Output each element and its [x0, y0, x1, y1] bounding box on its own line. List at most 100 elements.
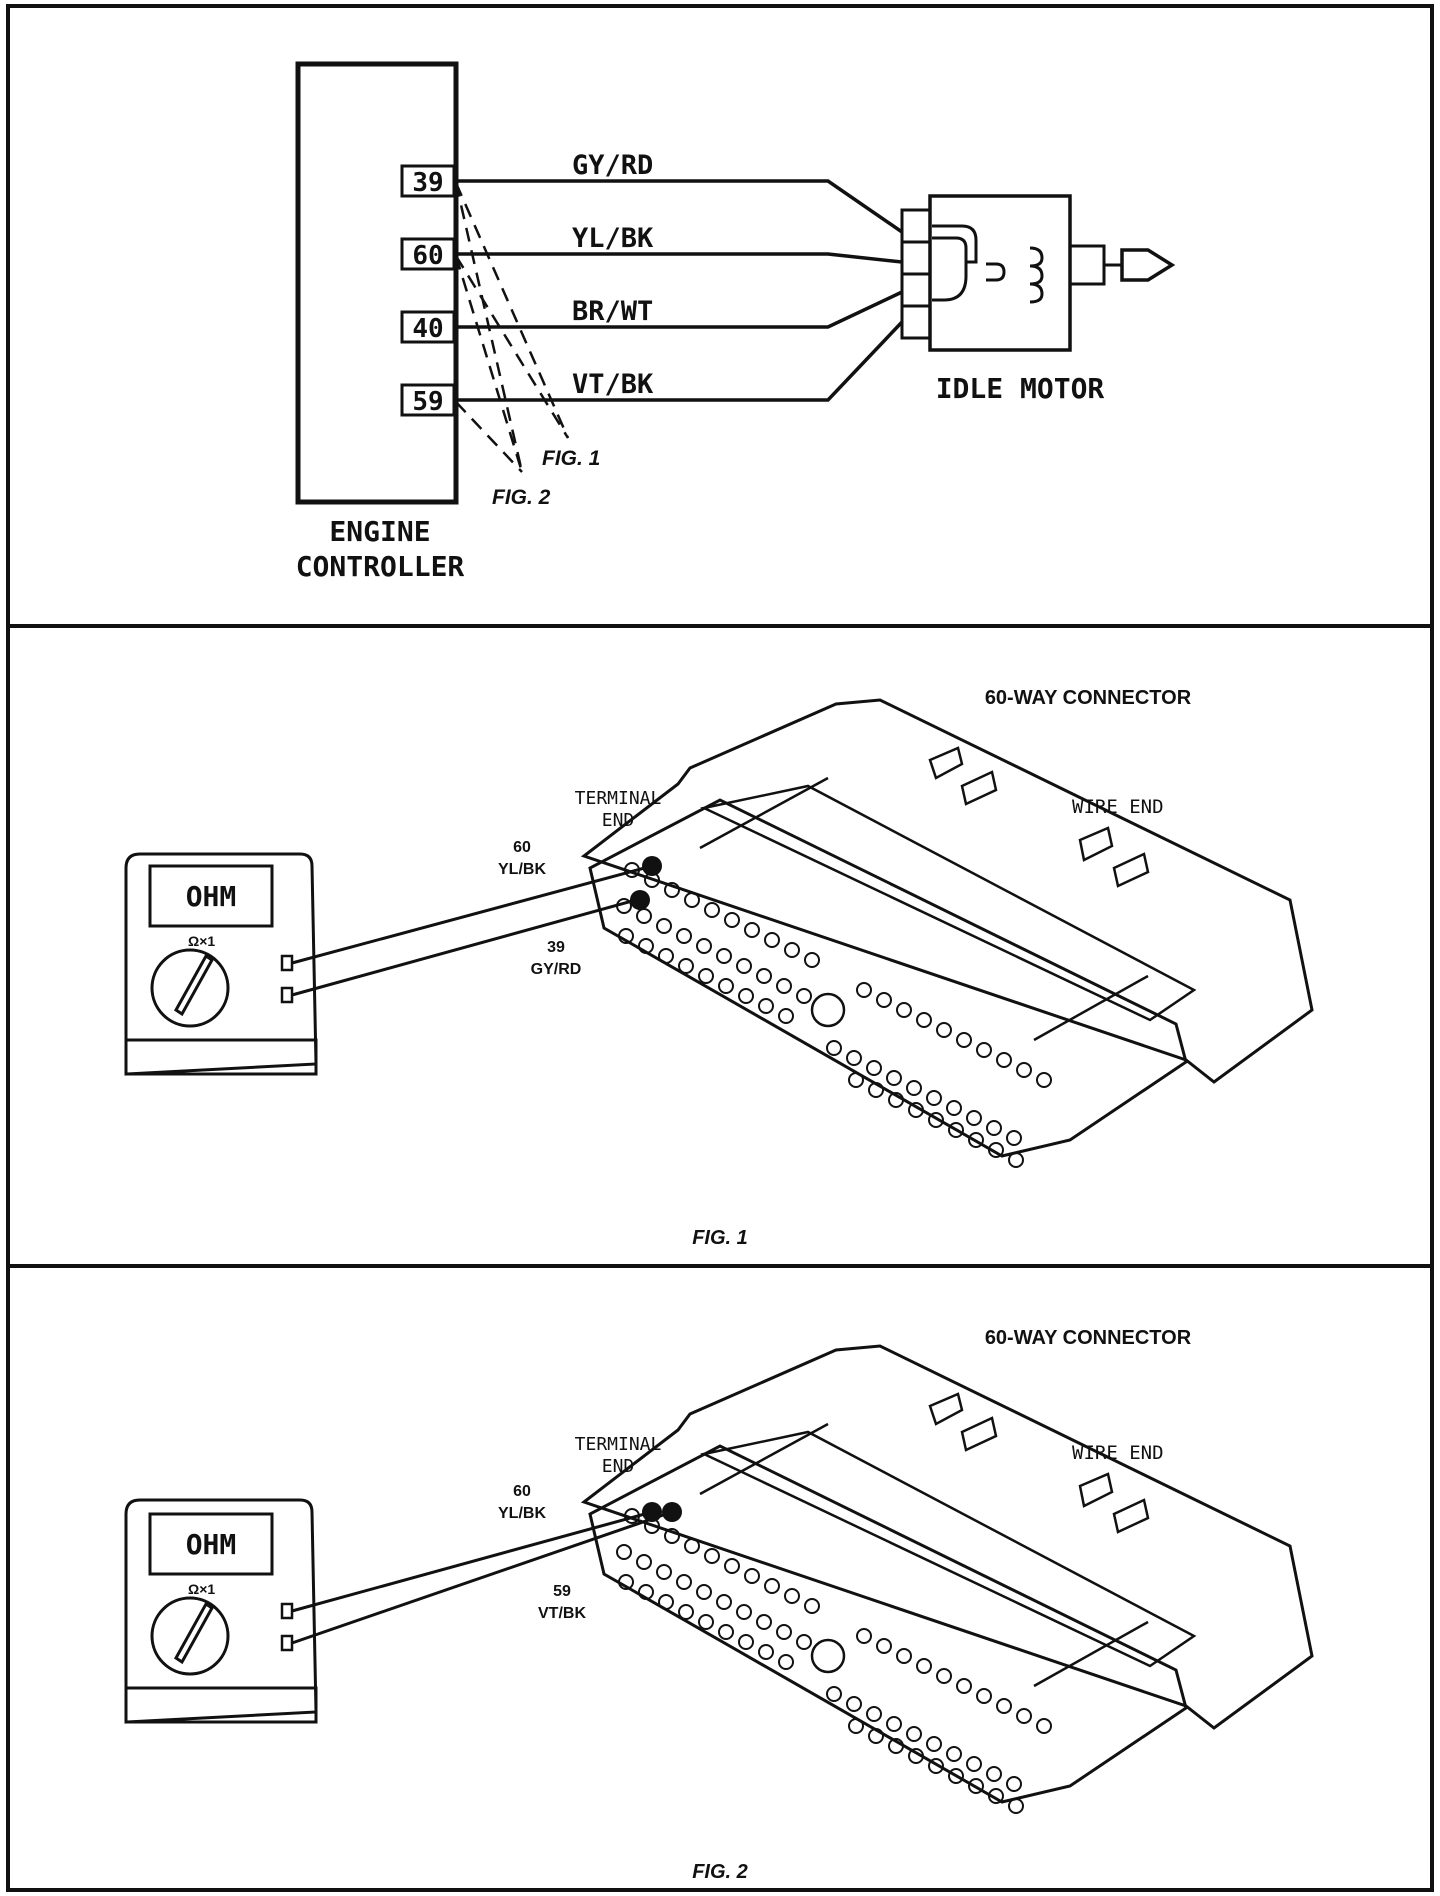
pin-39: 39	[400, 164, 456, 198]
terminal-cavity	[756, 968, 772, 984]
terminal-cavity	[976, 1688, 992, 1704]
terminal-cavity	[624, 1508, 640, 1524]
terminal-cavity	[986, 1120, 1002, 1136]
terminal-cavity	[778, 1008, 794, 1024]
terminal-cavity	[946, 1746, 962, 1762]
terminal-cavity	[956, 1032, 972, 1048]
terminal-cavity	[908, 1748, 924, 1764]
terminal-cavity	[636, 908, 652, 924]
terminal-cavity	[968, 1132, 984, 1148]
terminal-cavity	[866, 1060, 882, 1076]
wire-gy-rd	[454, 179, 903, 234]
terminal-cavity	[698, 968, 714, 984]
probed-terminal	[630, 890, 650, 910]
terminal-cavity	[966, 1110, 982, 1126]
terminal-cavity	[664, 882, 680, 898]
fig1-callout: FIG. 1	[542, 447, 600, 470]
fig2-connector	[580, 1344, 1314, 1814]
probed-terminal	[642, 1502, 662, 1522]
fig1-probe-b-wire: GY/RD	[531, 961, 582, 978]
controller-label-line1: ENGINE	[329, 515, 430, 548]
terminal-cavity	[848, 1718, 864, 1734]
pin-60: 60	[400, 237, 456, 271]
terminal-cavity	[656, 1564, 672, 1580]
terminal-cavity	[926, 1090, 942, 1106]
terminal-cavity	[1036, 1718, 1052, 1734]
terminal-cavity	[658, 948, 674, 964]
fig1-caption: FIG. 1	[692, 1227, 748, 1249]
terminal-cavity	[916, 1658, 932, 1674]
fig2-center-hole	[810, 1638, 846, 1674]
fig2-lead-a	[291, 1510, 653, 1613]
fig2-caption: FIG. 2	[692, 1861, 748, 1883]
fig2-dial-pointer	[174, 1601, 214, 1665]
pin-40: 40	[400, 310, 456, 344]
wire-label-yl-bk: YL/BK	[572, 223, 654, 254]
fig2-connector-title: 60-WAY CONNECTOR	[985, 1327, 1192, 1349]
terminal-cavity	[986, 1766, 1002, 1782]
terminal-cavity	[1036, 1072, 1052, 1088]
terminal-cavity	[1008, 1152, 1024, 1168]
terminal-cavity	[758, 1644, 774, 1660]
terminal-cavity	[676, 928, 692, 944]
terminal-cavity	[896, 1648, 912, 1664]
fig2-callout-lines	[454, 182, 524, 473]
terminal-cavity	[848, 1072, 864, 1088]
terminal-cavity	[744, 922, 760, 938]
idle-motor-label: IDLE MOTOR	[936, 372, 1105, 405]
terminal-cavity	[638, 1584, 654, 1600]
fig2-probe-b-pin: 59	[553, 1583, 571, 1600]
terminal-cavity	[906, 1726, 922, 1742]
terminal-cavity	[684, 1538, 700, 1554]
terminal-cavity	[846, 1050, 862, 1066]
terminal-cavity	[928, 1112, 944, 1128]
terminal-cavity	[704, 902, 720, 918]
probed-terminal	[642, 856, 662, 876]
terminal-cavity	[1006, 1130, 1022, 1146]
terminal-cavity	[866, 1706, 882, 1722]
fig2-meter-range: Ω×1	[188, 1581, 215, 1597]
terminal-cavity	[784, 942, 800, 958]
terminal-cavity	[738, 1634, 754, 1650]
terminal-cavity	[886, 1716, 902, 1732]
fig1-terminal-end-line1: TERMINAL	[575, 788, 662, 809]
terminal-cavity	[724, 912, 740, 928]
terminal-cavity	[856, 1628, 872, 1644]
svg-text:59: 59	[412, 387, 443, 417]
terminal-cavity	[1016, 1708, 1032, 1724]
terminal-cavity	[736, 1604, 752, 1620]
fig2-wire-end-label: WIRE END	[1072, 1442, 1164, 1464]
terminal-cavity	[616, 898, 632, 914]
terminal-cavity	[948, 1768, 964, 1784]
terminal-cavity	[684, 892, 700, 908]
terminal-cavity	[936, 1022, 952, 1038]
terminal-cavity	[956, 1678, 972, 1694]
probed-terminal	[662, 1502, 682, 1522]
terminal-cavity	[796, 988, 812, 1004]
terminal-cavity	[908, 1102, 924, 1118]
fig2-callout: FIG. 2	[492, 486, 551, 509]
terminal-cavity	[738, 988, 754, 1004]
terminal-cavity	[876, 1638, 892, 1654]
terminal-cavity	[988, 1142, 1004, 1158]
fig1-center-hole	[810, 992, 846, 1028]
schematic: ENGINE CONTROLLER 39 60 40 59 GY/RD YL/B…	[295, 61, 1176, 583]
svg-text:39: 39	[412, 168, 443, 198]
terminal-cavity	[736, 958, 752, 974]
terminal-cavity	[716, 1594, 732, 1610]
terminal-cavity	[968, 1778, 984, 1794]
terminal-cavity	[1008, 1798, 1024, 1814]
engine-controller-box	[295, 61, 459, 505]
terminal-cavity	[696, 938, 712, 954]
fig1-multimeter: OHM Ω×1	[124, 852, 318, 1076]
terminal-cavity	[948, 1122, 964, 1138]
terminal-cavity	[624, 862, 640, 878]
terminal-cavity	[804, 952, 820, 968]
terminal-cavity	[916, 1012, 932, 1028]
terminal-cavity	[764, 1578, 780, 1594]
terminal-cavity	[868, 1728, 884, 1744]
svg-text:60: 60	[412, 241, 443, 271]
terminal-cavity	[776, 1624, 792, 1640]
terminal-cavity	[826, 1686, 842, 1702]
